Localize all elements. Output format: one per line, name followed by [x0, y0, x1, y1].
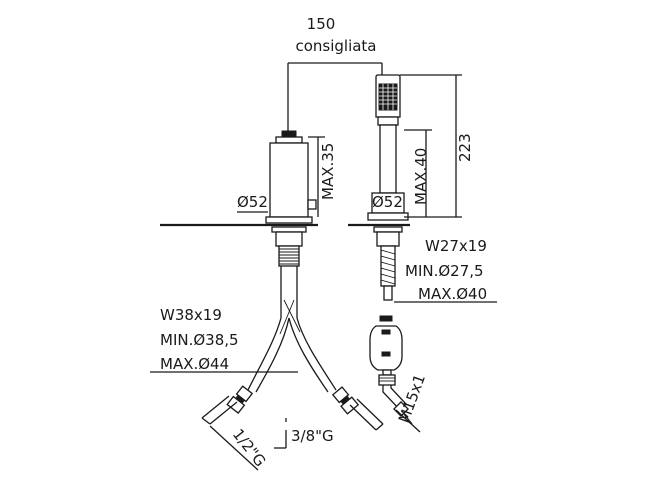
holder-hole-max: MAX.Ø40 [418, 285, 487, 303]
mixer-hole-w: W38x19 [160, 306, 222, 324]
holder-hole-w: W27x19 [425, 237, 487, 255]
inlet-cold-label: 3/8"G [291, 427, 334, 445]
hose-conn-dimension: M15x1 [395, 372, 429, 433]
spacing-note: consigliata [295, 37, 376, 55]
mixer-hole-max: MAX.Ø44 [160, 355, 229, 373]
mixer-diameter-label: Ø52 [237, 193, 268, 211]
inlet-hot-label: 1/2"G [229, 425, 269, 470]
mixer-height-dimension: MAX.35 [308, 136, 337, 217]
inlet-dimensions: 1/2"G 3/8"G [209, 418, 334, 471]
mixer-hole-min: MIN.Ø38,5 [160, 331, 239, 349]
mixer-hole-spec: W38x19 MIN.Ø38,5 MAX.Ø44 [150, 306, 298, 373]
hose-connector [369, 315, 413, 425]
hand-shower [348, 74, 410, 301]
spacing-value: 150 [307, 15, 336, 33]
holder-height-label: MAX.40 [412, 148, 430, 205]
holder-height-dimension: MAX.40 [404, 129, 432, 217]
holder-hole-spec: W27x19 MIN.Ø27,5 MAX.Ø40 [394, 237, 497, 303]
supply-hoses [201, 299, 384, 431]
shower-height-dimension: 223 [400, 74, 474, 218]
mixer-height-label: MAX.35 [319, 143, 337, 200]
holder-hole-min: MIN.Ø27,5 [405, 262, 484, 280]
holder-diameter-label: Ø52 [372, 193, 403, 211]
mixer-body [160, 130, 318, 318]
hose-conn-label: M15x1 [395, 372, 429, 426]
spacing-dimension: 150 consigliata [287, 15, 383, 135]
shower-height-label: 223 [456, 133, 474, 162]
